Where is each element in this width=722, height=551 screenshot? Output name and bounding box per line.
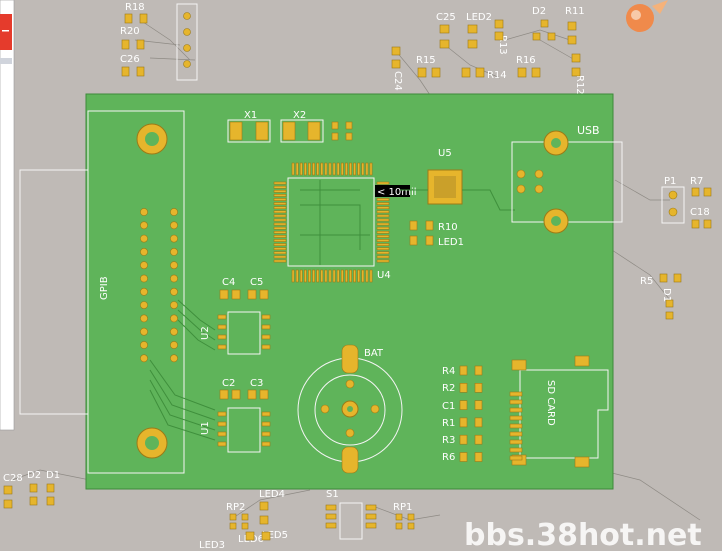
led5-label: LED5 [262, 530, 288, 541]
gpib-traces [149, 299, 216, 441]
led3-label: LED3 [199, 540, 225, 551]
c18-label: C18 [690, 207, 710, 218]
gpib-connector[interactable] [19, 110, 185, 474]
c2-label: C2 [222, 378, 235, 389]
c5-label: C5 [250, 277, 263, 288]
caps-c4-c5[interactable] [219, 289, 269, 300]
c24-label: C24 [392, 71, 403, 91]
d2-top-label: D2 [532, 6, 546, 17]
clearance-tooltip: < 10mil [375, 185, 417, 198]
u2-label: U2 [200, 326, 211, 340]
small-caps-top[interactable] [331, 121, 353, 141]
c4-label: C4 [222, 277, 235, 288]
r4-label: R4 [442, 366, 455, 377]
u4-label: U4 [377, 270, 391, 281]
p1-label: P1 [664, 176, 676, 187]
u1-label: U1 [200, 421, 211, 435]
s1-label: S1 [326, 489, 339, 500]
c28-label: C28 [3, 473, 23, 484]
r10-label: R10 [438, 222, 458, 233]
red-tab [0, 14, 12, 50]
led1-label: LED1 [438, 237, 464, 248]
c26-label: C26 [120, 54, 140, 65]
x1-label: X1 [244, 110, 257, 121]
r6-label: R6 [442, 452, 455, 463]
usb-label: USB [577, 124, 600, 137]
ic-u2[interactable] [217, 311, 271, 355]
r12-label: R12 [574, 75, 585, 95]
crystal-x2[interactable] [280, 119, 324, 143]
bottom-center-parts[interactable] [229, 501, 415, 541]
r5-label: R5 [640, 276, 653, 287]
gpib-label: GPIB [99, 276, 110, 300]
d1-bottom-label: D1 [46, 470, 60, 481]
sdcard-label: SD CARD [545, 380, 556, 426]
r13-label: R13 [497, 35, 508, 55]
c1-label: C1 [442, 401, 455, 412]
r14-label: R14 [487, 70, 507, 81]
r3-label: R3 [442, 435, 455, 446]
usb-connector[interactable] [511, 130, 623, 234]
top-center-parts[interactable] [391, 19, 581, 78]
header-p1[interactable] [661, 186, 685, 224]
r5-d1-pads[interactable] [659, 273, 682, 320]
c3-label: C3 [250, 378, 263, 389]
r20-label: R20 [120, 26, 140, 37]
led2-label: LED2 [466, 12, 492, 23]
r7-label: R7 [690, 176, 703, 187]
x2-label: X2 [293, 110, 306, 121]
rp2-label: RP2 [226, 502, 245, 513]
r11-label: R11 [565, 6, 585, 17]
watermark-text: bbs.38hot.net [464, 518, 702, 551]
d1-right-label: D1 [661, 288, 672, 302]
r1-label: R1 [442, 418, 455, 429]
crystal-x1[interactable] [227, 119, 271, 143]
r10-led1[interactable] [409, 220, 434, 246]
app-logo-icon [626, 0, 668, 32]
resistor-column[interactable] [459, 365, 483, 462]
bottom-left-parts[interactable] [3, 483, 55, 509]
bat-label: BAT [364, 348, 384, 359]
ic-u5[interactable] [400, 169, 515, 211]
ic-u1[interactable] [217, 407, 271, 453]
top-left-parts[interactable] [121, 3, 198, 81]
d2-bottom-label: D2 [27, 470, 41, 481]
r2-label: R2 [442, 383, 455, 394]
caps-c2-c3[interactable] [219, 389, 269, 400]
battery-holder[interactable] [297, 344, 403, 474]
led4-label: LED4 [259, 489, 285, 500]
u5-label: U5 [438, 148, 452, 159]
sd-card-slot[interactable] [509, 355, 609, 468]
r16-label: R16 [516, 55, 536, 66]
rp1-label: RP1 [393, 502, 412, 513]
left-panel [0, 0, 15, 431]
svg-text:< 10mil: < 10mil [377, 187, 417, 198]
r18-label: R18 [125, 2, 145, 13]
r15-label: R15 [416, 55, 436, 66]
c25-label: C25 [436, 12, 456, 23]
r7-c18-pads[interactable] [691, 187, 712, 229]
